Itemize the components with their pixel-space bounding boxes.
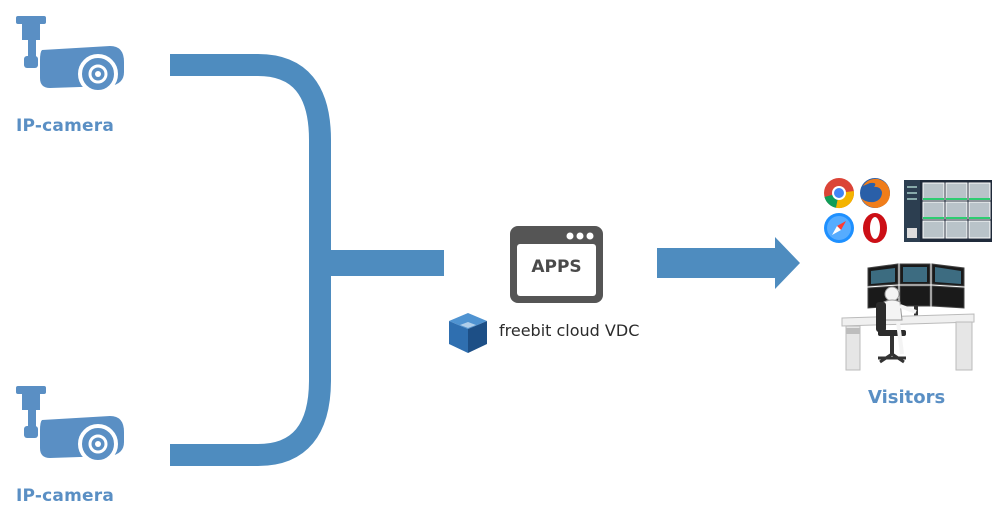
operator-workstation-icon <box>841 263 975 371</box>
app-window-icon: APPS <box>510 226 603 303</box>
arrow-right-icon <box>775 237 800 289</box>
camera-label-top: IP-camera <box>16 116 114 136</box>
browser-icons <box>824 178 890 243</box>
chrome-icon <box>824 178 854 209</box>
freebit-logo-icon <box>449 313 487 353</box>
opera-icon <box>863 213 887 243</box>
apps-badge: APPS <box>531 257 582 277</box>
visitors-label: Visitors <box>868 387 946 408</box>
cloud-name: freebit cloud VDC <box>499 321 640 340</box>
firefox-icon <box>860 178 890 208</box>
safari-icon <box>824 213 854 243</box>
security-camera-icon <box>16 16 124 94</box>
monitoring-dashboard-icon <box>904 180 992 242</box>
bracket-connector <box>170 54 331 466</box>
arrow-shaft <box>657 248 775 278</box>
security-camera-icon <box>16 386 124 464</box>
camera-label-bottom: IP-camera <box>16 486 114 506</box>
bracket-stem <box>320 250 444 276</box>
